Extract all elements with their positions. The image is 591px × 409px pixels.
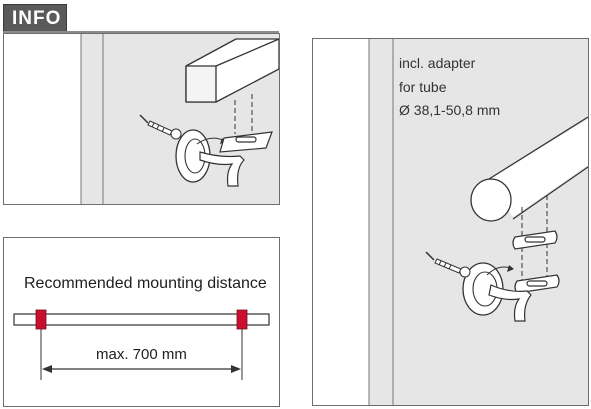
info-tab-label: INFO	[12, 8, 62, 29]
screw-icon	[425, 251, 471, 278]
adapter-note-line-2: for tube	[399, 79, 447, 95]
info-tab: INFO	[3, 4, 67, 32]
mounting-distance-diagram	[13, 309, 270, 380]
adapter-note-line-1: incl. adapter	[399, 55, 476, 71]
saddle-clip	[514, 274, 560, 294]
mounting-distance-caption: Recommended mounting distance	[24, 275, 267, 292]
saddle-clip	[219, 131, 273, 153]
round-tube-adapter-panel: incl. adapter for tube Ø 38,1-50,8 mm	[312, 38, 589, 406]
tube-adapter	[512, 230, 558, 250]
square-tube	[185, 38, 279, 103]
arrow-left-icon	[42, 365, 52, 373]
round-tube-adapter-illustration	[313, 39, 588, 405]
arrow-right-icon	[231, 365, 241, 373]
info-header-line	[3, 31, 279, 33]
screw-icon	[139, 114, 182, 140]
square-tube-bracket-illustration	[4, 34, 279, 204]
rail-tube	[13, 313, 270, 326]
adapter-note-line-3: Ø 38,1-50,8 mm	[399, 102, 501, 118]
max-distance-label: max. 700 mm	[92, 346, 191, 363]
bracket-marker-right	[236, 309, 248, 330]
wall-edge	[81, 34, 103, 204]
bracket-marker-left	[35, 309, 47, 330]
round-tube	[470, 116, 588, 222]
mounting-distance-panel: Recommended mounting distance max. 700 m…	[3, 237, 280, 407]
square-tube-bracket-panel	[3, 33, 280, 205]
